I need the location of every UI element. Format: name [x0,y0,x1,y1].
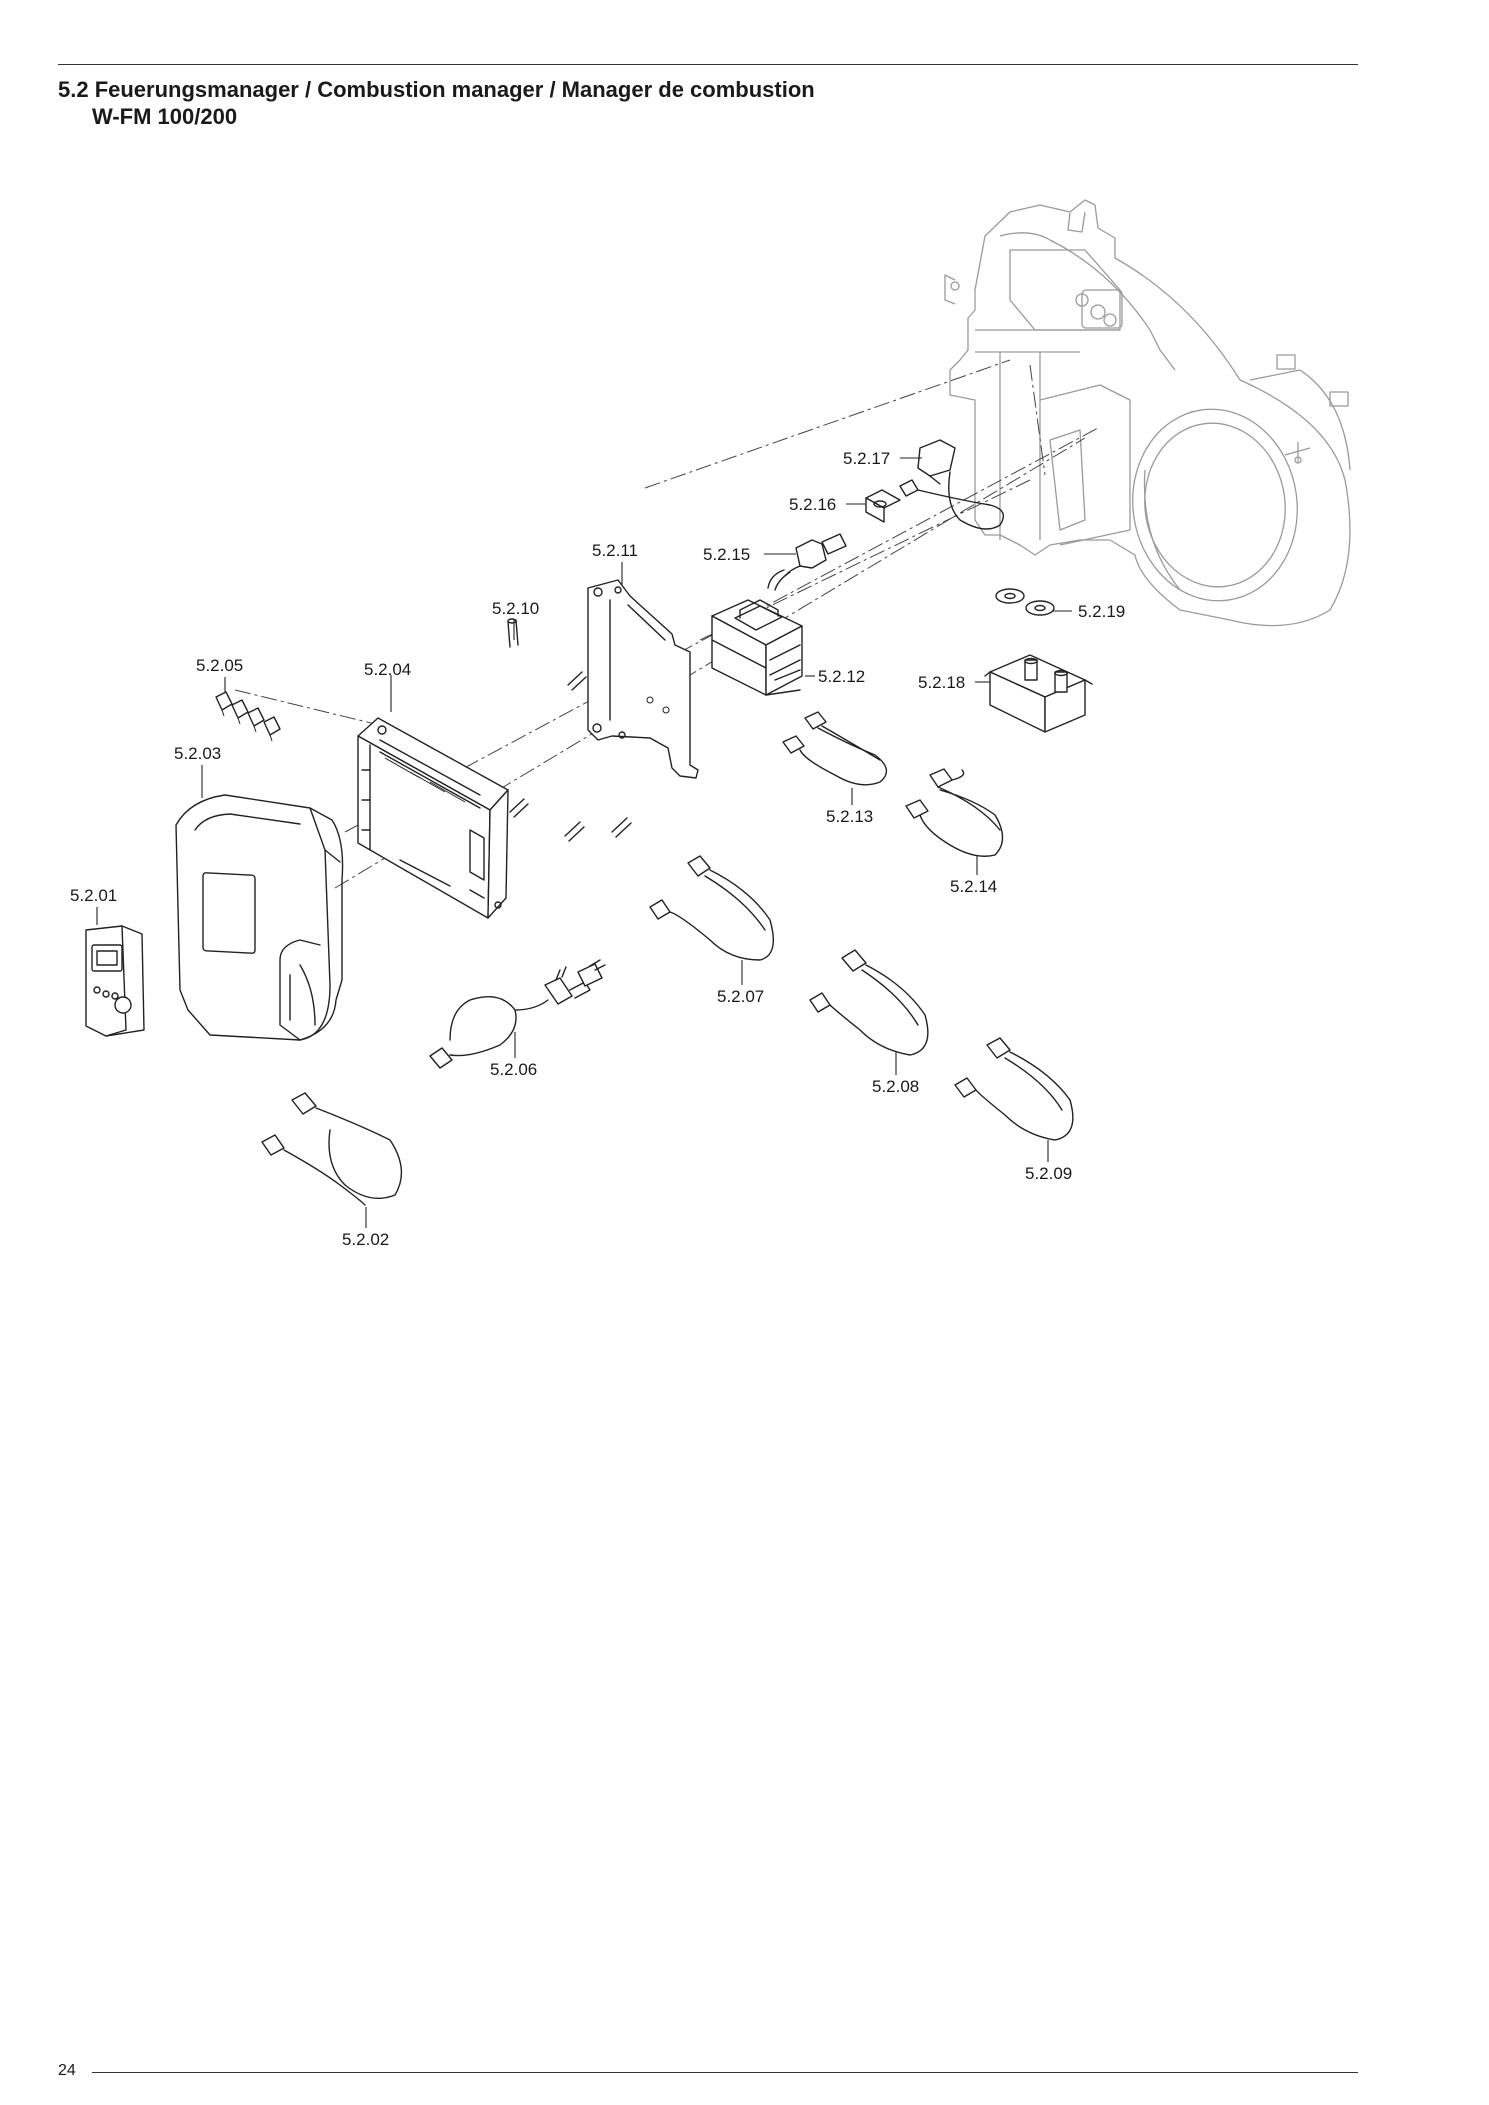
part-5-2-05-plug-set[interactable] [215,691,281,742]
part-5-2-11-mounting-plate[interactable] [587,579,699,779]
burner-housing [944,199,1351,627]
label-5-2-01: 5.2.01 [70,886,117,905]
part-5-2-06-cable-harness[interactable] [429,959,606,1069]
label-5-2-11: 5.2.11 [592,541,638,560]
label-5-2-04: 5.2.04 [364,660,411,679]
label-5-2-03: 5.2.03 [174,744,221,763]
part-5-2-01-display-module[interactable] [85,925,145,1037]
title-line-1: 5.2 Feuerungsmanager / Combustion manage… [58,77,815,102]
leader-lines [96,457,1072,1228]
part-5-2-07-cable[interactable] [649,855,774,961]
title-line-2: W-FM 100/200 [92,104,238,129]
label-5-2-10: 5.2.10 [492,599,539,618]
part-5-2-04-control-unit[interactable] [357,717,509,919]
label-5-2-07: 5.2.07 [717,987,764,1006]
label-5-2-02: 5.2.02 [342,1230,389,1249]
footer-rule [92,2072,1358,2073]
label-5-2-14: 5.2.14 [950,877,997,896]
label-5-2-06: 5.2.06 [490,1060,537,1079]
page-title: 5.2 Feuerungsmanager / Combustion manage… [58,76,815,130]
part-5-2-03-cover[interactable] [175,794,344,1041]
part-5-2-16-gasket[interactable] [865,489,901,523]
part-5-2-19-washers[interactable] [995,588,1055,616]
part-5-2-09-cable[interactable] [954,1037,1074,1141]
label-5-2-08: 5.2.08 [872,1077,919,1096]
part-5-2-12-transformer[interactable] [711,599,803,696]
part-5-2-13-cable[interactable] [782,711,888,786]
label-5-2-09: 5.2.09 [1025,1164,1072,1183]
label-5-2-17: 5.2.17 [843,449,890,468]
part-5-2-18-ignition-unit[interactable] [984,654,1093,733]
label-5-2-12: 5.2.12 [818,667,865,686]
label-5-2-05: 5.2.05 [196,656,243,675]
label-5-2-13: 5.2.13 [826,807,873,826]
part-5-2-02-cable[interactable] [261,1092,403,1206]
label-5-2-15: 5.2.15 [703,545,750,564]
part-5-2-17-switch[interactable] [899,439,1004,530]
page-number: 24 [58,2062,76,2079]
part-5-2-14-cable[interactable] [905,768,1004,857]
header-rule [58,64,1358,65]
label-5-2-18: 5.2.18 [918,673,965,692]
part-5-2-15-sensor[interactable] [767,533,847,591]
label-5-2-16: 5.2.16 [789,495,836,514]
part-5-2-10-spacer-bolts[interactable] [507,618,632,842]
label-5-2-19: 5.2.19 [1078,602,1125,621]
part-5-2-08-cable[interactable] [809,949,929,1056]
part-labels: 5.2.01 5.2.02 5.2.03 5.2.04 5.2.05 5.2.0… [70,449,1125,1249]
